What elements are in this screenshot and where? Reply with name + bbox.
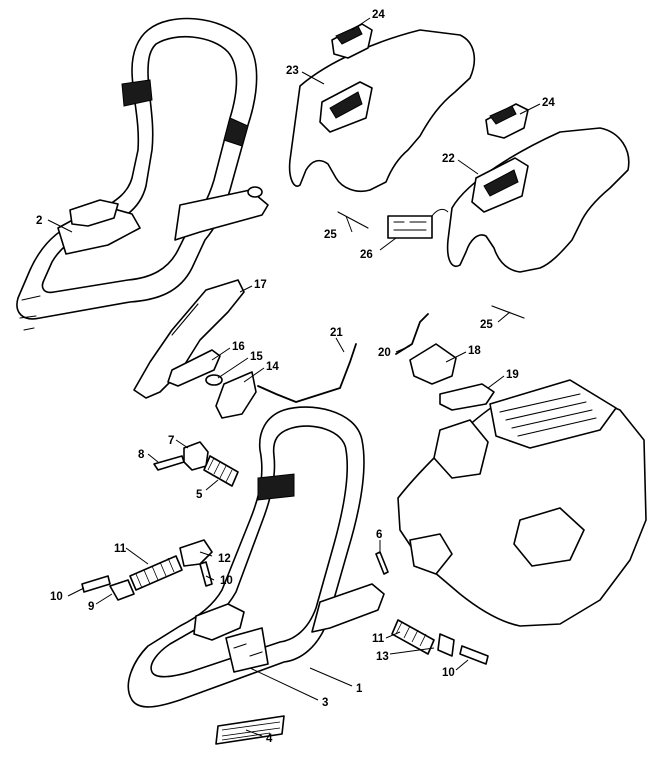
callout-26: 26 <box>360 249 373 261</box>
callout-16: 16 <box>232 341 245 353</box>
rod-20 <box>395 313 429 355</box>
callout-9: 9 <box>88 601 94 613</box>
screw-10-mid <box>199 561 213 587</box>
screw-6 <box>375 551 389 575</box>
part-18 <box>409 343 457 385</box>
screw-10-right <box>459 645 489 665</box>
callout-20: 20 <box>378 347 391 359</box>
spring-11-right <box>391 619 435 655</box>
callout-14: 14 <box>266 361 279 373</box>
callout-17: 17 <box>254 279 267 291</box>
callout-22: 22 <box>442 153 455 165</box>
part-9 <box>109 579 135 601</box>
callout-3: 3 <box>322 697 328 709</box>
callout-13: 13 <box>376 651 389 663</box>
callout-21: 21 <box>330 327 343 339</box>
spring-11-left <box>129 555 183 591</box>
part-7 <box>183 441 209 471</box>
callout-10-left: 10 <box>50 591 63 603</box>
callout-25-lower: 25 <box>480 319 493 331</box>
callout-6: 6 <box>376 529 382 541</box>
spring-5 <box>203 455 239 487</box>
screw-10-left <box>81 575 111 593</box>
part-13 <box>437 633 455 657</box>
callout-8: 8 <box>138 449 145 461</box>
callout-10-right: 10 <box>442 667 455 679</box>
callout-2: 2 <box>36 215 42 227</box>
upper-handle-2 <box>16 17 269 331</box>
callout-10-mid: 10 <box>220 575 233 587</box>
callout-11-right: 11 <box>372 633 385 645</box>
callout-23: 23 <box>286 65 299 77</box>
engine-housing <box>397 379 647 627</box>
callout-15: 15 <box>250 351 263 363</box>
lower-handle-1 <box>127 406 385 708</box>
part-19 <box>439 383 495 411</box>
strip-25-upper <box>337 211 369 229</box>
shroud-cover-23 <box>288 23 476 193</box>
callout-12: 12 <box>218 553 231 565</box>
label-4 <box>215 715 285 745</box>
part-16 <box>167 349 221 387</box>
screw-8 <box>153 455 185 471</box>
part-14 <box>215 371 257 419</box>
callout-24-top: 24 <box>372 9 385 21</box>
rod-21 <box>257 343 357 403</box>
callout-7: 7 <box>168 435 174 447</box>
callout-11-left: 11 <box>114 543 127 555</box>
callout-1: 1 <box>356 683 363 695</box>
callout-labels: 1 2 3 4 5 6 7 8 9 10 10 10 11 11 12 13 1… <box>36 9 555 745</box>
callout-24-right: 24 <box>542 97 555 109</box>
strip-25-lower <box>491 305 525 319</box>
shroud-cover-22 <box>446 103 630 273</box>
label-26 <box>387 208 449 239</box>
leader-lines <box>47 17 541 737</box>
callout-25-upper: 25 <box>324 229 337 241</box>
callout-4: 4 <box>266 733 273 745</box>
callout-19: 19 <box>506 369 519 381</box>
callout-18: 18 <box>468 345 481 357</box>
callout-5: 5 <box>196 489 203 501</box>
part-12 <box>179 539 213 567</box>
